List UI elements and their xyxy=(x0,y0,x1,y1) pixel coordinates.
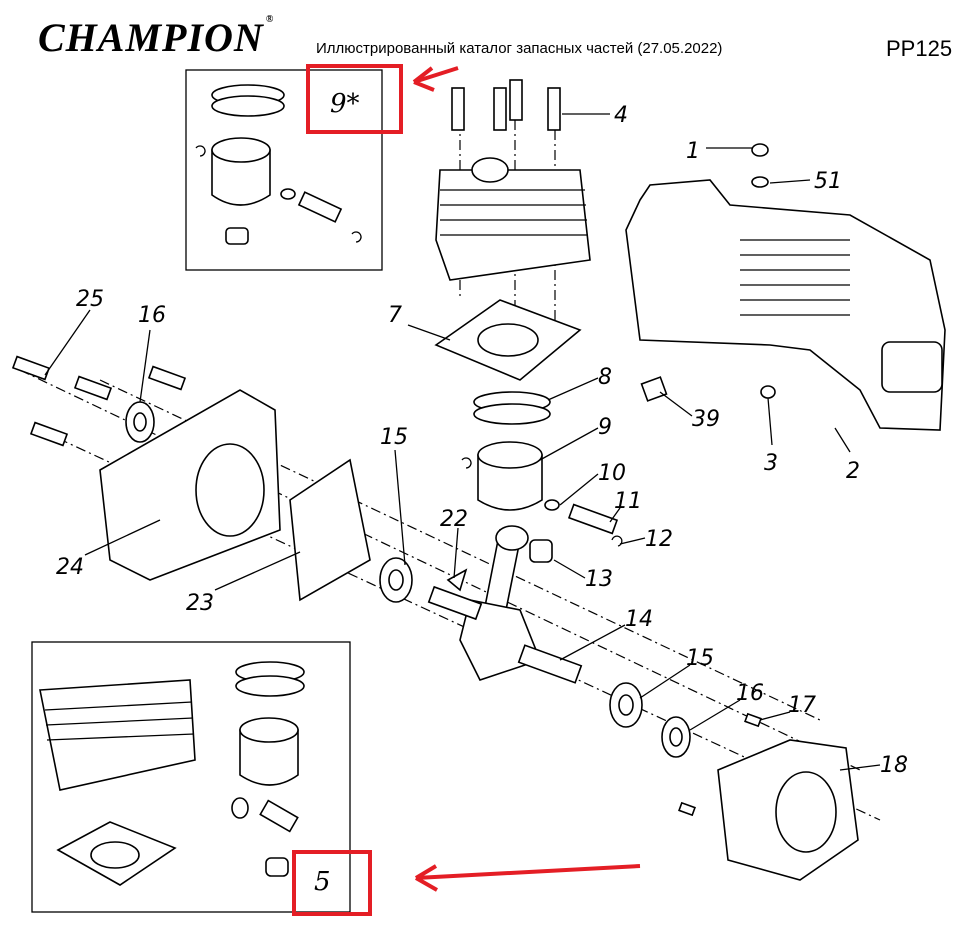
part-label-3: 3 xyxy=(764,451,778,476)
part-label-17: 17 xyxy=(788,693,816,718)
part-label-16a: 16 xyxy=(138,303,166,328)
nut-39 xyxy=(640,376,668,402)
bolt-25a xyxy=(11,355,51,381)
kit-washer xyxy=(231,797,249,819)
part-label-8: 8 xyxy=(598,365,612,390)
champion-logo: CHAMPION® xyxy=(38,14,275,60)
kit-cylinder xyxy=(39,679,196,791)
part-label-16b: 16 xyxy=(736,681,764,706)
screw-3 xyxy=(760,385,776,399)
ring-8b xyxy=(473,403,551,425)
key-22 xyxy=(446,568,468,592)
part-label-7: 7 xyxy=(388,303,402,328)
pin-17b xyxy=(678,801,696,817)
kit-box-bottom xyxy=(31,641,351,913)
kit-box-top xyxy=(185,69,383,271)
bolt-4d xyxy=(547,87,561,131)
pin-17a xyxy=(744,712,762,728)
catalog-title: Иллюстрированный каталог запасных частей… xyxy=(316,40,723,57)
piston-pin-11 xyxy=(567,503,619,535)
crankcase-gasket xyxy=(289,458,371,602)
callout-label-bottom: 5 xyxy=(314,867,331,897)
bolt-4c xyxy=(509,79,523,121)
needle-bearing-13 xyxy=(529,539,553,563)
part-label-23: 23 xyxy=(186,591,214,616)
callout-arrow-bottom xyxy=(415,864,641,880)
piston xyxy=(477,454,543,511)
bolt-25c xyxy=(147,365,187,391)
cylinder xyxy=(435,169,591,281)
part-label-13: 13 xyxy=(585,567,613,592)
part-label-14: 14 xyxy=(625,607,653,632)
callout-box-top xyxy=(306,64,403,134)
kit-needle-bearing xyxy=(265,857,289,877)
bolt-25b xyxy=(73,375,113,401)
part-label-10: 10 xyxy=(598,461,626,486)
bolt-25d xyxy=(29,421,69,447)
callout-arrow-top xyxy=(413,66,459,84)
part-label-11: 11 xyxy=(614,489,642,514)
model-code: PP125 xyxy=(886,36,953,61)
screw-1 xyxy=(751,143,769,157)
part-label-15b: 15 xyxy=(686,646,714,671)
kit-piston-pin xyxy=(259,799,299,833)
part-label-24: 24 xyxy=(56,555,84,580)
piston-ring-2 xyxy=(211,95,285,117)
part-label-1: 1 xyxy=(686,139,700,164)
callout-label-top: 9* xyxy=(330,89,360,119)
needle-bearing-small xyxy=(225,227,249,245)
washer-51 xyxy=(751,176,769,188)
part-label-22: 22 xyxy=(440,507,468,532)
callout-box-bottom xyxy=(292,850,372,916)
axis-line-3 xyxy=(99,379,821,721)
part-label-15a: 15 xyxy=(380,425,408,450)
circlip-12 xyxy=(611,535,623,547)
part-label-4: 4 xyxy=(614,103,628,128)
crank-shaft-end xyxy=(517,644,583,684)
part-label-25: 25 xyxy=(76,287,104,312)
bolt-4b xyxy=(493,87,507,131)
part-label-2: 2 xyxy=(846,459,860,484)
washer-10 xyxy=(544,499,560,511)
crank-shaft-start xyxy=(427,585,483,621)
part-label-9: 9 xyxy=(598,415,612,440)
part-label-51: 51 xyxy=(814,169,842,194)
part-label-39: 39 xyxy=(692,407,720,432)
washer-small xyxy=(280,188,296,200)
kit-piston xyxy=(239,729,299,786)
engine-shroud xyxy=(625,179,946,431)
piston-pin-small xyxy=(297,191,343,223)
piston-small xyxy=(211,149,271,206)
kit-ring-2 xyxy=(235,675,305,697)
part-label-12: 12 xyxy=(645,527,673,552)
bolt-4a xyxy=(451,87,465,131)
part-label-18: 18 xyxy=(880,753,908,778)
